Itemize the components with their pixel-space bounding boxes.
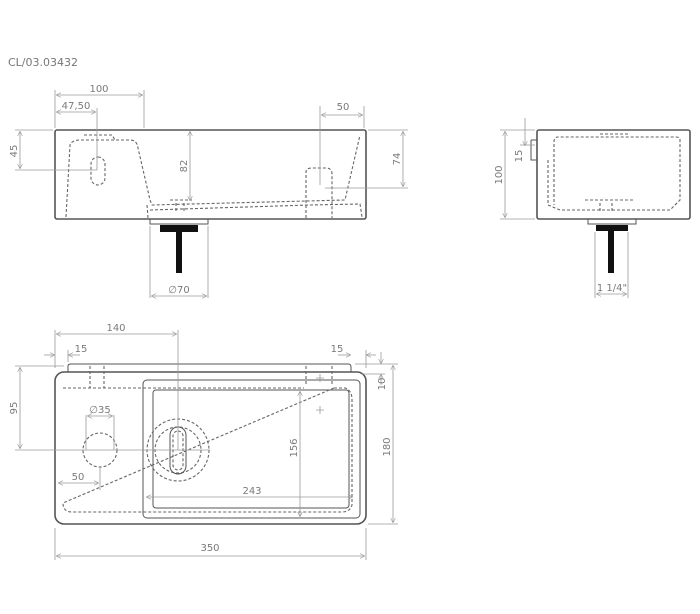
dim-100: 100 bbox=[89, 84, 108, 95]
dim-50: 50 bbox=[337, 102, 350, 113]
front-view: 100 47,50 45 82 50 74 ∅70 bbox=[9, 84, 408, 298]
dim-45: 45 bbox=[9, 145, 20, 158]
dim-74: 74 bbox=[392, 153, 403, 166]
plan-dim-15-left: 15 bbox=[75, 344, 88, 355]
plan-dim-350: 350 bbox=[200, 543, 219, 554]
dim-47-50: 47,50 bbox=[62, 101, 91, 112]
side-view: 100 15 1 1/4" bbox=[494, 118, 691, 298]
plan-dim-243: 243 bbox=[242, 486, 261, 497]
side-dim-15: 15 bbox=[514, 150, 525, 163]
plan-dim-140: 140 bbox=[106, 323, 125, 334]
plan-dim-180: 180 bbox=[382, 437, 393, 456]
side-dim-drain: 1 1/4" bbox=[597, 283, 627, 294]
side-drain-pipe bbox=[608, 231, 614, 273]
plan-dim-35: ∅35 bbox=[89, 405, 110, 416]
plan-dim-50: 50 bbox=[72, 472, 85, 483]
plan-dim-15-right: 15 bbox=[331, 344, 344, 355]
product-code: CL/03.03432 bbox=[8, 56, 78, 69]
plan-dim-10: 10 bbox=[377, 378, 388, 391]
side-dim-100: 100 bbox=[494, 165, 505, 184]
drain-pipe bbox=[176, 232, 182, 273]
dim-drain-70: ∅70 bbox=[168, 285, 189, 296]
dim-82: 82 bbox=[179, 160, 190, 173]
plan-view: 140 15 15 95 10 180 ∅35 50 156 243 350 bbox=[9, 323, 398, 560]
plan-dim-95: 95 bbox=[9, 402, 20, 415]
side-drain-nut bbox=[596, 225, 628, 231]
drain-nut bbox=[160, 225, 198, 232]
plan-dim-156: 156 bbox=[289, 438, 300, 457]
